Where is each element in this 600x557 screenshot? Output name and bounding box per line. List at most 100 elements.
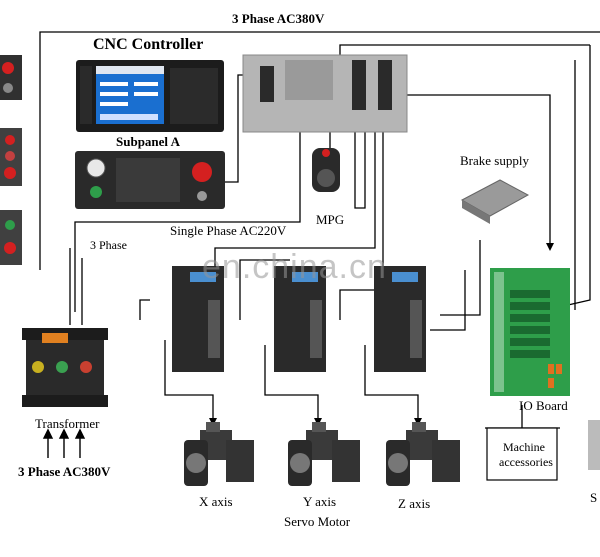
motor-x-shaft bbox=[186, 453, 206, 473]
label-io-board: IO Board bbox=[519, 398, 568, 413]
wire-right-drop bbox=[567, 45, 591, 306]
wire-drives-to-io-2 bbox=[440, 240, 481, 316]
chassis-connector-3 bbox=[378, 60, 392, 110]
transformer-coil-1 bbox=[32, 361, 44, 373]
wire-drive-y bbox=[239, 259, 290, 320]
screen-readouts bbox=[100, 82, 158, 120]
transformer bbox=[22, 328, 108, 407]
machine-accessories-box bbox=[486, 427, 558, 481]
input-arrows bbox=[42, 428, 86, 458]
brake-supply-side bbox=[462, 200, 490, 224]
motor-y-shaft bbox=[290, 453, 310, 473]
controller-screen-header bbox=[96, 66, 164, 74]
input-arrowhead-2 bbox=[58, 428, 70, 439]
wire-top-power bbox=[39, 31, 600, 270]
cnc-controller-panel bbox=[76, 60, 224, 132]
watermark: en.china.cn bbox=[202, 248, 387, 286]
left-estop-1 bbox=[2, 62, 14, 74]
brake-supply bbox=[460, 179, 530, 224]
servo-motor-x bbox=[184, 422, 254, 486]
label-top-power: 3 Phase AC380V bbox=[232, 11, 325, 26]
label-transformer: Transformer bbox=[35, 416, 100, 431]
left-panels bbox=[0, 55, 22, 265]
drive-x-ports bbox=[208, 300, 220, 358]
drive-z-ports bbox=[410, 300, 422, 358]
relay-2 bbox=[510, 302, 550, 310]
wire-motor-z bbox=[364, 345, 419, 420]
servo-drive-y bbox=[274, 266, 326, 372]
label-subpanel: Subpanel A bbox=[116, 134, 180, 149]
relay-1 bbox=[510, 290, 550, 298]
right-edge-box bbox=[588, 420, 600, 470]
label-bottom-power: 3 Phase AC380V bbox=[18, 464, 111, 479]
readout-5 bbox=[134, 92, 158, 96]
fuse-2 bbox=[556, 364, 562, 374]
relay-6 bbox=[510, 350, 550, 358]
servo-drive-z bbox=[374, 266, 426, 372]
left-btn-green bbox=[5, 220, 15, 230]
io-board bbox=[490, 268, 570, 396]
label-brake-supply: Brake supply bbox=[460, 153, 529, 168]
label-mpg: MPG bbox=[316, 212, 345, 227]
wire-drive-x bbox=[139, 299, 150, 320]
controller-left-strip bbox=[80, 66, 92, 124]
label-x-axis: X axis bbox=[199, 494, 233, 509]
left-btn-red-1 bbox=[5, 135, 15, 145]
readout-6 bbox=[100, 114, 158, 120]
label-machine-accessories-2: accessories bbox=[499, 455, 553, 469]
right-edge-device bbox=[588, 420, 600, 470]
controller-keypad bbox=[170, 68, 218, 124]
wire-drives-to-io bbox=[430, 270, 466, 331]
readout-2 bbox=[100, 92, 128, 96]
label-cnc-controller: CNC Controller bbox=[93, 36, 204, 53]
label-machine-accessories-1: Machine bbox=[503, 440, 545, 454]
motor-y-tail bbox=[332, 440, 360, 482]
servo-motor-y bbox=[288, 422, 360, 486]
wire-mpg-right bbox=[354, 90, 366, 209]
left-panel-1 bbox=[0, 55, 22, 100]
label-single-phase: Single Phase AC220V bbox=[170, 223, 287, 238]
drive-y-ports bbox=[310, 300, 322, 358]
label-y-axis: Y axis bbox=[303, 494, 337, 509]
motor-z-connector bbox=[412, 422, 426, 432]
motor-y-connector bbox=[312, 422, 326, 432]
input-arrowhead-1 bbox=[42, 428, 54, 439]
mpg-handwheel bbox=[312, 148, 340, 192]
mpg-estop bbox=[322, 149, 330, 157]
subpanel-green-btn bbox=[90, 186, 102, 198]
left-btn-red-4 bbox=[4, 242, 16, 254]
left-knob-1 bbox=[3, 83, 13, 93]
transformer-coil-2 bbox=[56, 361, 68, 373]
label-three-phase-small: 3 Phase bbox=[90, 238, 127, 252]
wire-motor-x bbox=[164, 340, 214, 420]
transformer-terminals bbox=[42, 333, 68, 343]
arrow-io bbox=[546, 243, 554, 251]
subpanel-knob bbox=[197, 191, 207, 201]
servo-drives bbox=[172, 266, 426, 372]
servo-drive-x bbox=[172, 266, 224, 372]
fuse-3 bbox=[548, 378, 554, 388]
drive-z-display bbox=[392, 272, 418, 282]
io-fuses bbox=[548, 364, 562, 388]
subpanel-keys bbox=[116, 158, 180, 202]
motor-x-tail bbox=[226, 440, 254, 482]
relay-4 bbox=[510, 326, 550, 334]
wire-single-phase bbox=[74, 130, 301, 312]
controller-chassis bbox=[242, 54, 408, 133]
relay-3 bbox=[510, 314, 550, 322]
readout-1 bbox=[100, 82, 128, 86]
left-btn-red-2 bbox=[5, 151, 15, 161]
mpg-wheel bbox=[317, 169, 335, 187]
chassis-connector-2 bbox=[352, 60, 366, 110]
chassis-psu bbox=[285, 60, 333, 100]
motor-x-connector bbox=[206, 422, 220, 432]
label-servo-motor: Servo Motor bbox=[284, 514, 351, 529]
left-btn-red-3 bbox=[4, 167, 16, 179]
servo-motors bbox=[184, 422, 460, 486]
wire-drive-z bbox=[339, 289, 375, 320]
motor-z-tail bbox=[432, 440, 460, 482]
fuse-1 bbox=[548, 364, 554, 374]
drive-x-display bbox=[190, 272, 216, 282]
drive-y-display bbox=[292, 272, 318, 282]
chassis-connector-1 bbox=[260, 66, 274, 102]
